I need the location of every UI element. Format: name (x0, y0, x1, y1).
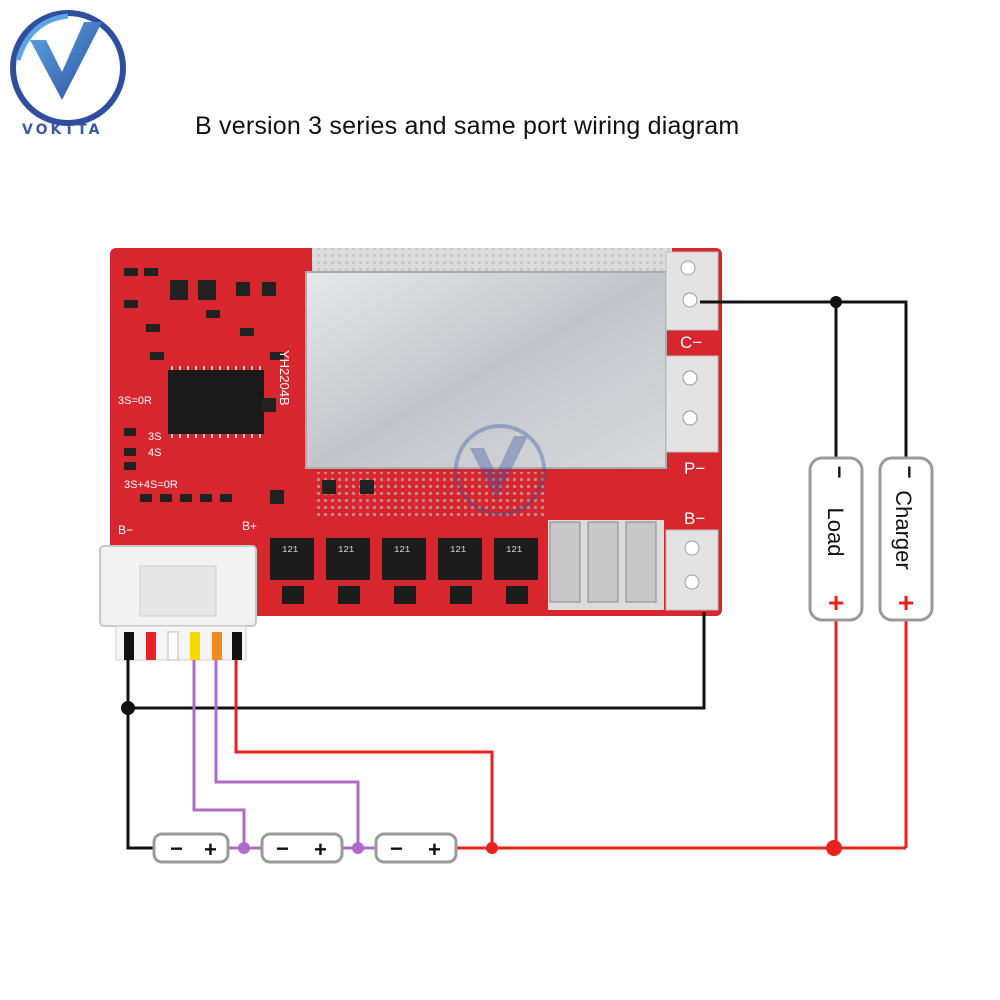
junction-dots (121, 296, 842, 856)
heatsink (305, 271, 667, 469)
jumper-3s-label: 3S (148, 431, 161, 443)
battery-cell-2: − + (260, 832, 344, 864)
wires (126, 300, 908, 850)
chip-label: 121 (506, 545, 522, 555)
jumper-3s-0r-label: 3S=0R (118, 395, 152, 407)
load-minus-sign: − (827, 466, 852, 479)
jumper-4s-label: 4S (148, 447, 161, 459)
chip-label: 121 (338, 545, 354, 555)
battery-cell-1: − + (152, 832, 230, 864)
chip-label: 121 (282, 545, 298, 555)
cell-minus-sign: − (276, 836, 289, 861)
page-title: B version 3 series and same port wiring … (195, 112, 740, 140)
chip-label: 121 (394, 545, 410, 555)
b-plus-label: B+ (242, 519, 257, 533)
charger-minus-sign: − (897, 466, 922, 479)
voktta-watermark-icon (454, 424, 546, 516)
cell-plus-sign: + (428, 837, 441, 862)
load-component: − Load + (808, 456, 864, 622)
controller-ic (168, 370, 264, 434)
board-model-label: YH2204B (277, 350, 292, 406)
c-minus-label: C− (680, 333, 702, 352)
p-minus-label: P− (684, 459, 705, 478)
charger-plus-sign: + (898, 587, 914, 618)
cell-plus-sign: + (314, 837, 327, 862)
bms-board: 121 121 121 121 121 YH2204B 3S=0R 3S 4S … (110, 248, 722, 616)
b-minus-label: B− (684, 509, 705, 528)
balance-connector (99, 545, 257, 661)
brand-name: VOKTTA (22, 122, 103, 138)
voktta-logo-icon (10, 10, 126, 126)
charger-label: Charger (891, 490, 916, 569)
charger-component: − Charger + (878, 456, 934, 622)
b-minus-left-label: B− (118, 523, 133, 537)
load-plus-sign: + (828, 587, 844, 618)
transistor-row (270, 538, 538, 604)
battery-cell-3: − + (374, 832, 458, 864)
load-label: Load (823, 508, 848, 557)
chip-label: 121 (450, 545, 466, 555)
cell-minus-sign: − (390, 836, 403, 861)
jumper-3s-4s-0r-label: 3S+4S=0R (124, 479, 178, 491)
cell-minus-sign: − (170, 836, 183, 861)
cell-plus-sign: + (204, 837, 217, 862)
